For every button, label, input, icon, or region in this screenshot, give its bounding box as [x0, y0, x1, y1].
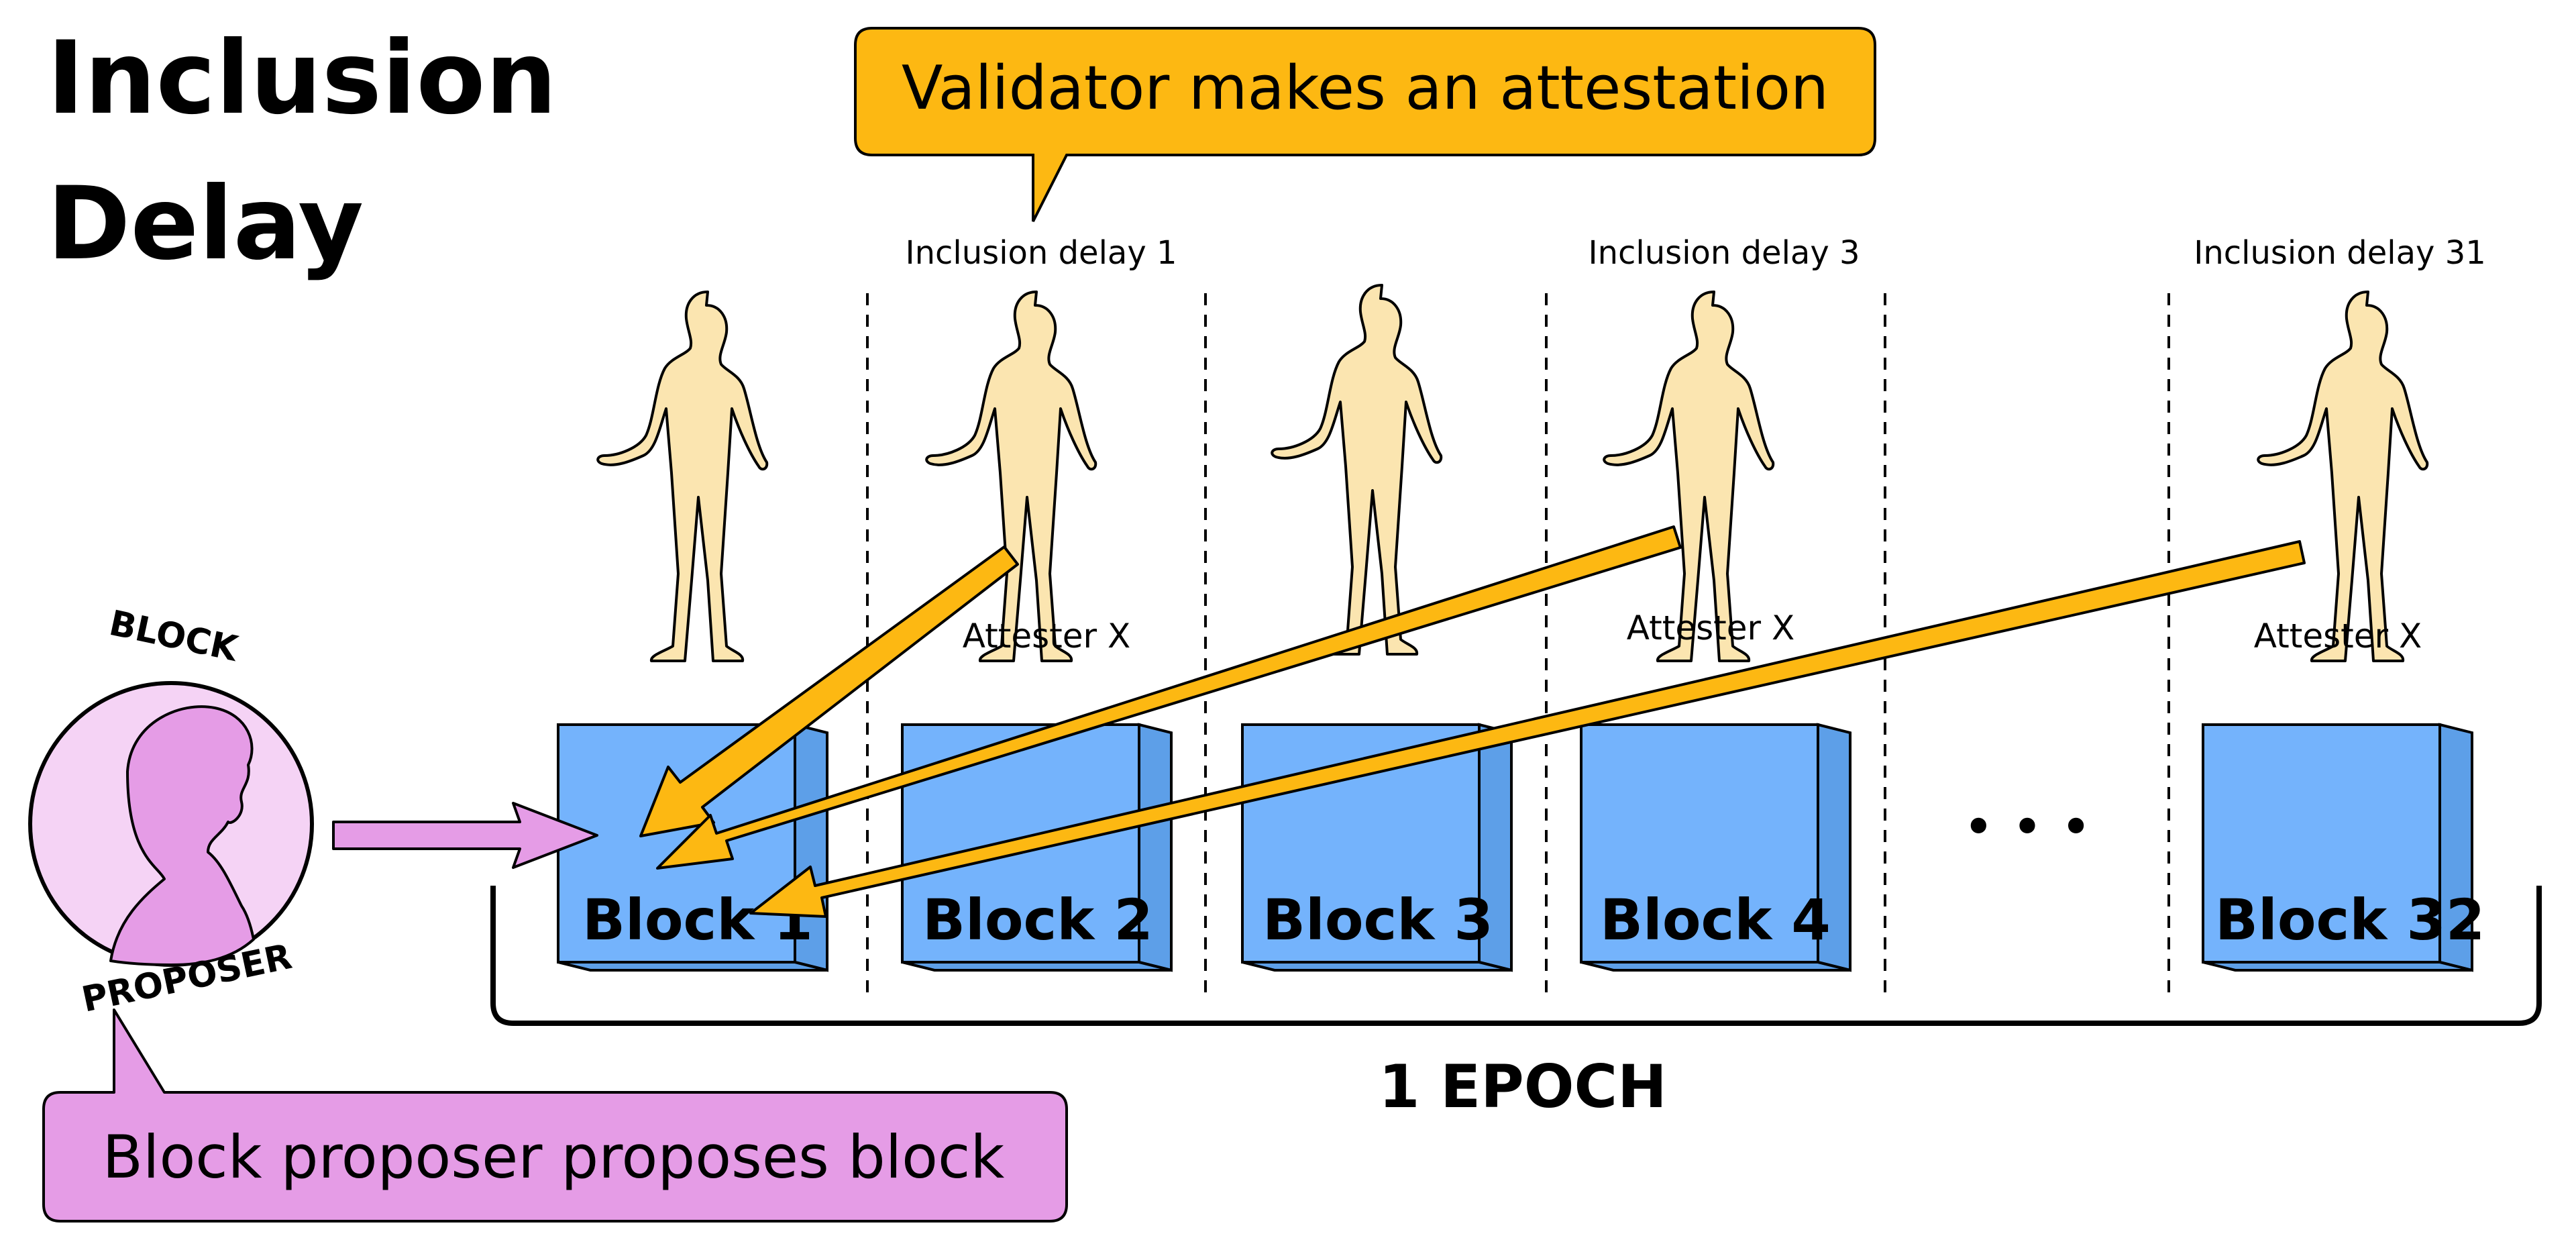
block-label: Block 32: [2215, 887, 2485, 953]
attestation-arrow: [656, 525, 1682, 870]
attestation-arrow: [639, 545, 1019, 837]
block-label: Block 4: [1600, 887, 1831, 953]
block-proposer: BLOCK PROPOSER: [28, 603, 314, 1021]
block-label: Block 3: [1263, 887, 1493, 953]
person-silhouette-icon: [596, 291, 769, 662]
person-silhouette-icon: [2257, 291, 2429, 662]
proposer-callout-text: Block proposer proposes block: [103, 1123, 1005, 1192]
person-silhouette-icon: [1271, 284, 1443, 656]
proposer-arrow: [332, 802, 598, 869]
attestation-callout: Validator makes an attestation: [854, 27, 1876, 222]
epoch-brace: [490, 886, 2542, 1026]
attestation-arrow: [749, 540, 2306, 918]
person-silhouette-icon: [1603, 291, 1775, 662]
inclusion-delay-label: Inclusion delay 31: [2194, 234, 2486, 272]
attester-label: Attester X: [963, 617, 1130, 656]
proposer-arc-top: BLOCK: [106, 603, 242, 670]
proposer-callout: Block proposer proposes block: [42, 1008, 1068, 1223]
block-32: Block 32: [2202, 723, 2485, 972]
title-line-1: Inclusion: [47, 20, 557, 137]
proposer-head-icon: [109, 705, 255, 966]
attester-label: Attester X: [1627, 609, 1794, 647]
epoch-label: 1 EPOCH: [1379, 1052, 1667, 1121]
title-line-2: Delay: [47, 166, 364, 282]
block-4: Block 4: [1580, 723, 1851, 972]
inclusion-delay-label: Inclusion delay 3: [1588, 234, 1860, 272]
inclusion-delay-label: Inclusion delay 1: [905, 234, 1177, 272]
attestation-callout-text: Validator makes an attestation: [902, 53, 1829, 123]
ellipsis: • • •: [1963, 796, 2092, 858]
attester-label: Attester X: [2254, 617, 2422, 656]
block-label: Block 2: [922, 887, 1153, 953]
